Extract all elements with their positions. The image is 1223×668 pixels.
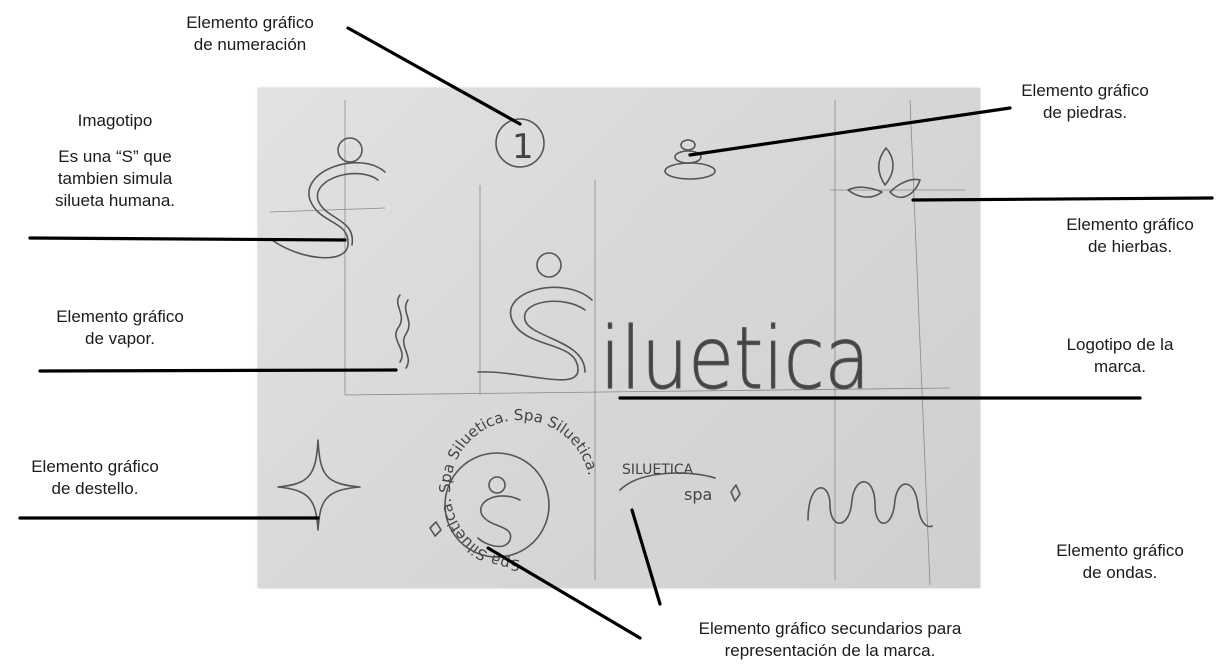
label-logotipo: Logotipo de la marca.	[1066, 335, 1174, 376]
logo-wordmark: iluetica	[600, 309, 870, 409]
badge-sketch: Spa Siluetica. Spa Siluetica. Spa Siluet…	[429, 406, 602, 574]
small-spa-text: spa	[684, 485, 712, 504]
label-imagotipo-title: Imagotipo	[77, 111, 153, 130]
label-vapor: Elemento gráfico de vapor.	[56, 307, 184, 348]
label-secundarios: Elemento gráfico secundarios para repres…	[698, 619, 962, 660]
badge-ring-text: Spa Siluetica. Spa Siluetica. Spa Siluet…	[436, 406, 602, 574]
leader-numeracion	[346, 26, 522, 126]
label-piedras: Elemento gráfico de piedras.	[1021, 81, 1149, 122]
grid-lines	[269, 99, 965, 586]
vapor-sketch	[395, 294, 410, 369]
leader-imagotipo	[28, 236, 347, 242]
small-wordmark-sketch: SILUETICA spa	[619, 462, 741, 504]
leader-secundarios-wordmark	[630, 508, 662, 606]
leader-secundarios-badge	[486, 546, 642, 640]
number-glyph: 1	[512, 127, 534, 167]
sparkle-sketch	[277, 439, 361, 531]
label-ondas: Elemento gráfico de ondas.	[1056, 541, 1184, 582]
label-numeracion: Elemento gráfico de numeración	[186, 13, 314, 54]
stones-sketch	[664, 139, 716, 180]
leader-piedras	[688, 106, 1012, 157]
label-imagotipo-desc: Es una “S” que tambien simula silueta hu…	[54, 147, 176, 210]
label-destello: Elemento gráfico de destello.	[31, 457, 159, 498]
small-wordmark-text: SILUETICA	[622, 462, 694, 478]
sketch-paper	[258, 88, 980, 588]
imagotipo-sketch	[271, 137, 386, 259]
waves-sketch	[807, 481, 933, 528]
number-circle-sketch: 1	[495, 118, 545, 168]
leader-lines	[18, 26, 1214, 640]
leader-vapor	[38, 368, 398, 373]
label-hierbas: Elemento gráfico de hierbas.	[1066, 215, 1194, 256]
main-logo-sketch: iluetica	[477, 252, 871, 410]
herbs-sketch	[847, 147, 921, 199]
leader-hierbas	[911, 196, 1214, 202]
